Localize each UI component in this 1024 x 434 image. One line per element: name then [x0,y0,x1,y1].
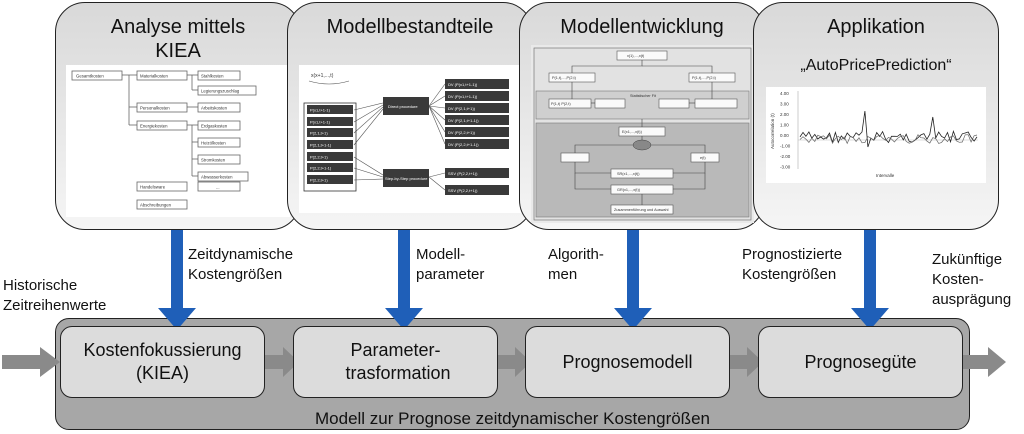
model-output: DV (P(x1,t+1-1)) [448,94,478,99]
kiea-node: Abwasserkosten [201,175,233,180]
stage-forecast-quality: Prognosegüte [758,326,963,398]
kiea-node: Arbeitskosten [201,106,228,111]
gray-flow-arrow [497,347,531,377]
chart-series-line [799,134,978,145]
stage-label: Prognosemodell [562,351,693,372]
model-input: P(x1,t+1-1) [310,108,331,113]
panel-title: Modellbestandteile [326,16,494,38]
arrow-label-algorithms: Algorith-men [548,246,604,283]
dev-node: x(1),...,x(t) [627,54,645,58]
chart-ytick-label: 1.00 [780,123,789,128]
model-output: SSV (P(2,2,t+1)) [448,188,478,193]
blue-arrow-head [385,308,423,330]
kiea-node: Energiekosten [140,124,168,129]
chart-ytick-label: -2.00 [780,154,791,159]
stage-label: Kostenfokussierung (KIEA) [83,340,242,383]
chart-ytick-label: -1.00 [780,144,791,149]
model-input: P(2,2,t+1) [310,178,328,183]
kiea-node: Gesamtkosten [76,74,104,79]
blue-down-arrow [398,230,410,312]
model-output: SSV (P(2,2,t+1)) [448,171,478,176]
kiea-node: Stromkosten [201,158,226,163]
kiea-node: Materialkosten [140,74,169,79]
model-input: P(2,1,t+1-1) [310,143,332,148]
gray-flow-arrow [265,347,299,377]
chart-ylabel: Autocorrelation (t) [770,113,775,149]
dev-node: Zusammenführung und Auswahl [614,208,669,212]
panel-title: Modellentwicklung [560,16,724,38]
dev-node: P(1,t) P(2,t) [551,102,571,106]
stage-cost-focusing: Kostenfokussierung (KIEA) [60,326,265,398]
gray-flow-arrow [729,347,763,377]
kiea-node: Legierungszuschlag [201,89,240,94]
model-output: DV (P(2,1,t+1-1)) [448,118,479,123]
dev-node: SR(x1,...,x(t)) [617,172,640,176]
panel-model-development: Modellentwicklung [519,2,765,230]
chart-series-line [799,110,978,148]
dev-node: e(t) [700,156,706,160]
panel-subtitle: „AutoPricePrediction“ [800,57,952,74]
model-input: P(x1,t+1-1) [310,120,331,125]
arrow-label-predicted-costs: Prognostizierte Kostengrößen [742,246,843,283]
model-base-label: Modell zur Prognose zeitdynamischer Kost… [315,409,710,428]
model-input: P(2,2,t+1-1) [310,166,332,171]
gray-flow-arrow [2,347,60,377]
stage-forecast-model: Prognosemodell [525,326,730,398]
chart-ytick-label: 2.00 [780,112,789,117]
gray-flow-arrow [962,347,1006,377]
blue-down-arrow [171,230,183,312]
chart-ytick-label: 3.00 [780,102,789,107]
model-output: DV (P(2,2,t+1)) [448,130,476,135]
dev-node: Statistischer Fit [630,94,657,98]
blue-arrow-head [614,308,652,330]
kiea-tree-thumbnail: Gesamtkosten Materialkosten Personalkost… [66,65,290,217]
input-label: Historische Zeitreihenwerte [3,277,107,314]
blue-down-arrow [864,230,876,312]
price-chart-thumbnail: 4.00 3.00 2.00 1.00 0.00 -1.00 -2.00 -3.00 Auto… [766,87,986,183]
arrow-label-model-params: Modell-parameter [416,246,485,283]
price-chart-svg: 4.00 3.00 2.00 1.00 0.00 -1.00 -2.00 -3.00 Auto… [770,91,978,178]
output-label: Zukünftige Kosten-ausprägung [932,251,1012,308]
arrow-label-cost-dynamics: Zeitdynamische Kostengrößen [188,246,294,283]
panel-application: Applikation „AutoPricePrediction“ 4.00 3.… [753,2,999,230]
dev-node: GR(x1,...,x(t)) [617,188,641,192]
blue-down-arrow [627,230,639,312]
blue-arrow-head [158,308,196,330]
panel-title: Analyse mittels KIEA [110,16,246,62]
panel-model-components: Modellbestandteile x(x+1,...,t) [287,2,533,230]
dev-node: P(1,t),...,P(2,t) [692,76,717,80]
chart-ytick-label: 4.00 [780,91,789,96]
dev-node: E(x1,...,x(t)) [622,130,643,134]
model-input: P(2,2,t+1) [310,155,328,160]
chart-ytick-label: -3.00 [780,165,791,170]
model-output: DV (P(2,1,t+1)) [448,106,476,111]
model-top-label: x(x+1,...,t) [311,73,334,79]
chart-xlabel: Intervalle [876,173,895,178]
kiea-node: Abschreibungen [140,203,172,208]
model-method: Direct procedure [388,104,418,109]
model-development-thumbnail: x(1),...,x(t) P(1,t),...,P(2,t) P(1,t),.… [531,45,754,223]
model-method: Step-by-Step procedure [385,176,428,181]
model-components-svg: x(x+1,...,t) [303,73,509,195]
kiea-node: Erdgaskosten [201,124,228,129]
stage-parameter-transformation: Parameter-trasformation [293,326,498,398]
panel-title: Applikation [827,16,925,38]
kiea-node: Personalkosten [140,106,170,111]
model-components-thumbnail: x(x+1,...,t) [299,65,521,213]
panel-kiea-analysis: Analyse mittels KIEA [55,2,301,230]
model-input: P(2,1,t+1) [310,131,328,136]
model-output: DV (P(x1,t+1-1)) [448,82,478,87]
kiea-node: Heizölkosten [201,141,226,146]
chart-ytick-label: 0.00 [780,133,789,138]
dev-node: P(1,t),...,P(2,t) [552,76,577,80]
kiea-node: Handelsware [140,185,166,190]
model-development-svg: x(1),...,x(t) P(1,t),...,P(2,t) P(1,t),.… [533,47,752,221]
model-output: DV (P(2,2,t+1-1)) [448,142,479,147]
kiea-tree-svg: Gesamtkosten Materialkosten Personalkost… [71,70,257,210]
kiea-node: ... [216,185,220,190]
stage-label: Prognosegüte [804,351,917,372]
blue-arrow-head [851,308,889,330]
kiea-node: Stahlkosten [201,74,224,79]
stage-label: Parameter-trasformation [345,340,451,383]
